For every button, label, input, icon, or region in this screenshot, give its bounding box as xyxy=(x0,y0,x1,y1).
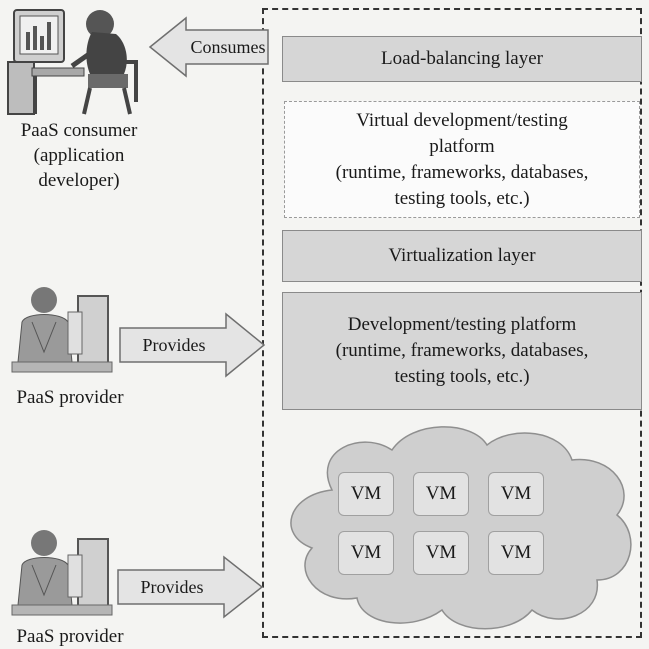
load-balancing-layer: Load-balancing layer xyxy=(282,36,642,82)
provides-label-top: Provides xyxy=(142,334,206,355)
vm-box: VM xyxy=(488,472,544,516)
virtual-dev-testing-platform: Virtual development/testing platform (ru… xyxy=(284,101,640,218)
cloud-outline xyxy=(290,426,632,630)
vm-box: VM xyxy=(338,531,394,575)
consumes-label: Consumes xyxy=(190,36,266,57)
consumes-arrow xyxy=(148,16,269,78)
vm-box: VM xyxy=(488,531,544,575)
virtual-platform-line-1: Virtual development/testing xyxy=(356,109,568,131)
provides-label-bottom: Provides xyxy=(140,576,204,597)
provides-arrow-top xyxy=(119,312,266,378)
paas-provider-label-top: PaaS provider xyxy=(16,387,124,408)
virtualization-layer-label: Virtualization layer xyxy=(388,245,536,266)
virtual-platform-line-2: platform xyxy=(429,135,495,157)
cloud-shape xyxy=(290,426,632,630)
virtual-platform-line-4: testing tools, etc.) xyxy=(394,187,530,209)
provides-arrow-bottom xyxy=(117,555,264,619)
vm-label: VM xyxy=(350,542,382,563)
vm-label: VM xyxy=(500,483,532,504)
virtual-platform-line-3: (runtime, frameworks, databases, xyxy=(335,161,589,183)
dev-testing-platform: Development/testing platform (runtime, f… xyxy=(282,292,642,410)
virtualization-layer: Virtualization layer xyxy=(282,230,642,282)
vm-label: VM xyxy=(425,483,457,504)
paas-consumer-label: PaaS consumer (application developer) xyxy=(4,118,154,193)
provider-at-computer-icon xyxy=(11,530,113,616)
dev-platform-line-3: testing tools, etc.) xyxy=(394,366,530,387)
vm-label: VM xyxy=(425,542,457,563)
provider-at-computer-icon xyxy=(11,287,113,373)
dev-platform-line-2: (runtime, frameworks, databases, xyxy=(335,340,589,361)
consumer-label-line-1: PaaS consumer xyxy=(20,120,138,141)
vm-label: VM xyxy=(350,483,382,504)
consumer-label-line-3: developer) xyxy=(38,170,120,191)
vm-box: VM xyxy=(338,472,394,516)
dev-platform-line-1: Development/testing platform xyxy=(347,314,577,335)
load-balancing-layer-label: Load-balancing layer xyxy=(381,48,543,69)
vm-label: VM xyxy=(500,542,532,563)
vm-box: VM xyxy=(413,472,469,516)
vm-box: VM xyxy=(413,531,469,575)
consumer-label-line-2: (application xyxy=(33,145,125,166)
consumer-at-computer-icon xyxy=(7,9,138,115)
paas-provider-label-bottom: PaaS provider xyxy=(16,626,124,647)
